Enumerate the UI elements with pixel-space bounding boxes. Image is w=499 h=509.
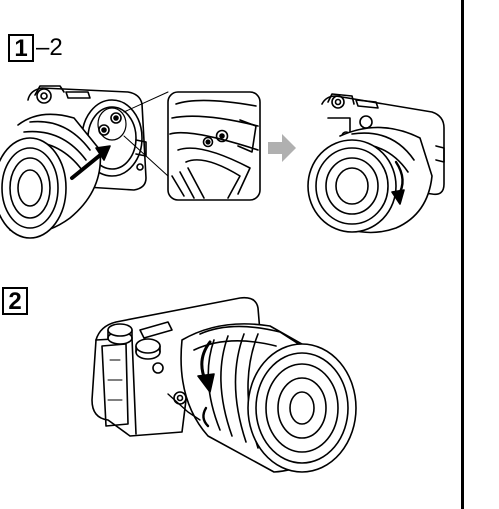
step-number-box: 1 <box>8 34 34 62</box>
camera-mounting-illustration <box>0 85 169 239</box>
camera-remove-illustration <box>91 296 357 473</box>
arrow-right-icon <box>268 134 296 162</box>
step-suffix: –2 <box>36 34 63 61</box>
mount-detail-illustration <box>167 91 261 201</box>
step-1-2-label: 1 –2 <box>8 34 63 62</box>
page-divider <box>461 0 464 509</box>
step-2-label: 2 <box>2 287 28 315</box>
camera-rotate-illustration <box>307 93 445 234</box>
step-number-box: 2 <box>2 287 28 315</box>
